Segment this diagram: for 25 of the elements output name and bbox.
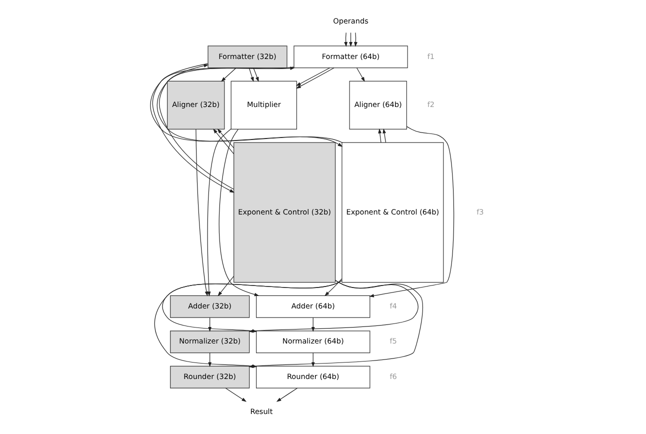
arrow — [208, 317, 212, 332]
arrow — [224, 388, 246, 402]
arrow — [296, 68, 334, 89]
arrow — [195, 129, 208, 296]
arrow — [344, 32, 347, 47]
arrow — [212, 128, 234, 154]
arrow — [348, 32, 352, 47]
arrow — [208, 352, 212, 368]
arrow — [217, 276, 234, 296]
arrow — [216, 128, 234, 148]
arrow — [310, 352, 314, 368]
arrow — [354, 32, 357, 47]
arrow — [206, 128, 231, 296]
arrow — [368, 126, 454, 298]
arrow — [378, 128, 382, 143]
arrow — [295, 68, 330, 86]
arrow — [220, 68, 236, 82]
arrow — [248, 68, 254, 82]
arrow — [324, 278, 342, 296]
arrow — [276, 388, 298, 402]
arrow — [252, 68, 258, 82]
arrow — [356, 68, 364, 82]
arrow — [218, 129, 259, 296]
arrow — [382, 128, 386, 143]
arrow — [310, 317, 314, 332]
